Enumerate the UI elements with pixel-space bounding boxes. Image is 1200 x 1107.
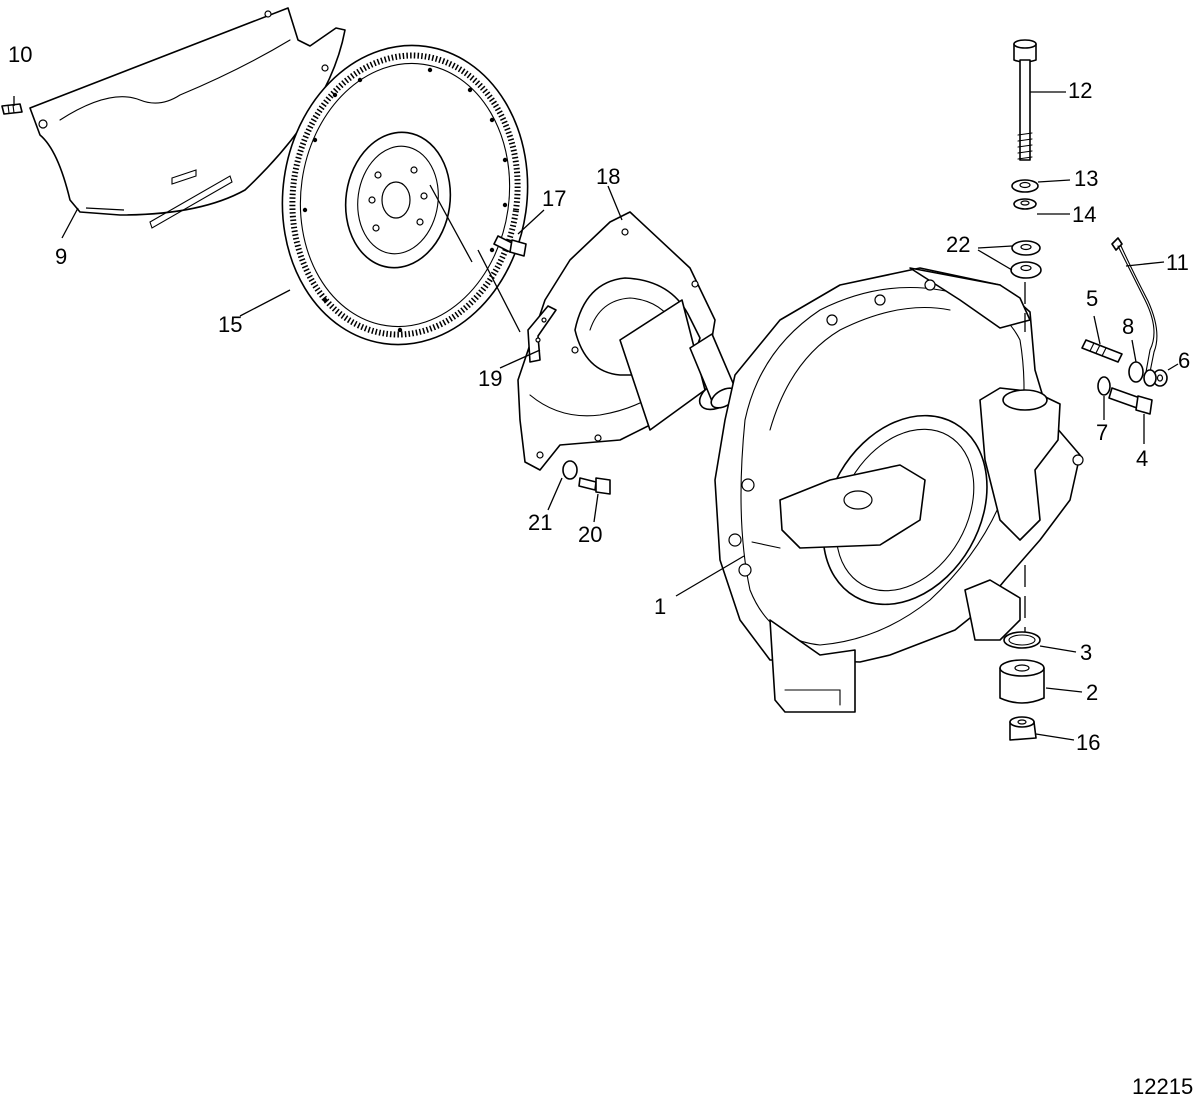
callout-11: 11	[1166, 250, 1189, 275]
cover-screw	[1, 103, 23, 115]
callout-4: 4	[1136, 446, 1148, 471]
flywheel-bolt	[493, 235, 527, 257]
ground-wire	[1111, 237, 1158, 387]
callout-8: 8	[1122, 314, 1134, 339]
callout-5: 5	[1086, 286, 1098, 311]
callout-12: 12	[1068, 78, 1092, 103]
coupler-washer	[562, 460, 578, 480]
side-washer	[1128, 361, 1144, 383]
stud-spacer-lower	[1010, 261, 1042, 279]
stud-spacer-upper	[1011, 240, 1041, 256]
housing-bolt	[1108, 387, 1153, 415]
callout-6: 6	[1178, 348, 1190, 373]
callout-7: 7	[1096, 420, 1108, 445]
callout-3: 3	[1080, 640, 1092, 665]
flywheel	[281, 44, 529, 346]
callout-1: 1	[654, 594, 666, 619]
coupler-plate	[527, 305, 557, 363]
callout-22: 22	[946, 232, 970, 257]
callout-20: 20	[578, 522, 602, 547]
o-ring	[1003, 631, 1041, 649]
callout-9: 9	[55, 244, 67, 269]
flywheel-cover-plate	[29, 7, 346, 229]
leader-lines	[13, 91, 1179, 741]
mount-stud	[1013, 39, 1037, 161]
callout-13: 13	[1074, 166, 1098, 191]
mount-bushing	[999, 659, 1045, 704]
callout-17: 17	[542, 186, 566, 211]
callout-14: 14	[1072, 202, 1096, 227]
housing-washer	[1097, 376, 1111, 396]
callout-18: 18	[596, 164, 620, 189]
stud-washer-lower	[1013, 198, 1037, 210]
figure-number: 12215	[1132, 1074, 1193, 1099]
flywheel-housing	[714, 267, 1084, 713]
callout-10: 10	[8, 42, 32, 67]
coupler-bolt	[578, 477, 611, 495]
side-stud	[1081, 339, 1123, 363]
stud-washer-upper	[1011, 179, 1039, 193]
callout-15: 15	[218, 312, 242, 337]
hex-nut	[1009, 716, 1037, 741]
callout-16: 16	[1076, 730, 1100, 755]
callout-2: 2	[1086, 680, 1098, 705]
drive-coupler	[517, 211, 738, 471]
callout-19: 19	[478, 366, 502, 391]
callout-21: 21	[528, 510, 552, 535]
